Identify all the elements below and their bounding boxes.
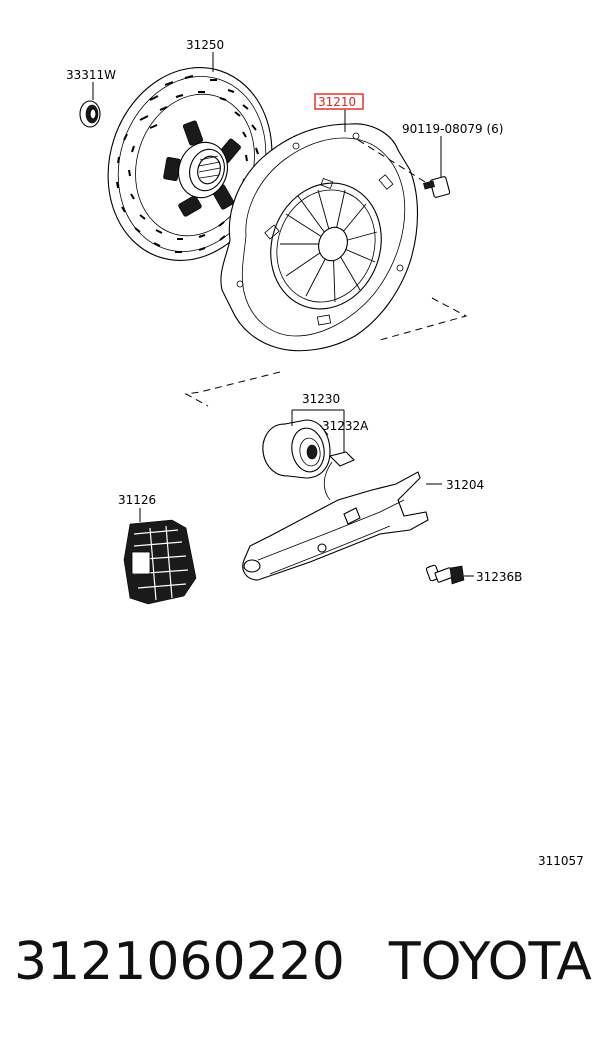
- label-release-bearing-hub: 31230: [302, 392, 340, 406]
- brand-name: TOYOTA: [388, 932, 592, 992]
- diagram-code: 311057: [538, 854, 584, 868]
- highlight-box: [314, 93, 364, 110]
- cover-bolt: [423, 176, 451, 198]
- footer-caption: 3121060220 TOYOTA: [14, 932, 594, 1022]
- label-pilot-bearing: 33311W: [66, 68, 116, 82]
- label-clutch-disc: 31250: [186, 38, 224, 52]
- label-fork-support: 31236B: [476, 570, 522, 584]
- clutch-exploded-diagram: 31250 33311W 31210 90119-08079 (6) 31230…: [66, 38, 584, 868]
- label-hub-clip: 31232A: [322, 419, 369, 433]
- fork-boot: [123, 519, 197, 605]
- release-bearing-hub: [262, 419, 331, 479]
- label-release-fork: 31204: [446, 478, 484, 492]
- pilot-bearing: [79, 100, 101, 128]
- hub-clip: [323, 451, 355, 501]
- fork-support: [425, 564, 465, 585]
- release-fork: [242, 471, 429, 581]
- label-clutch-cover[interactable]: 31210: [318, 95, 356, 109]
- part-number: 3121060220: [14, 932, 345, 992]
- label-fork-boot: 31126: [118, 493, 156, 507]
- clutch-cover: [220, 123, 419, 352]
- label-cover-bolt: 90119-08079 (6): [402, 122, 504, 136]
